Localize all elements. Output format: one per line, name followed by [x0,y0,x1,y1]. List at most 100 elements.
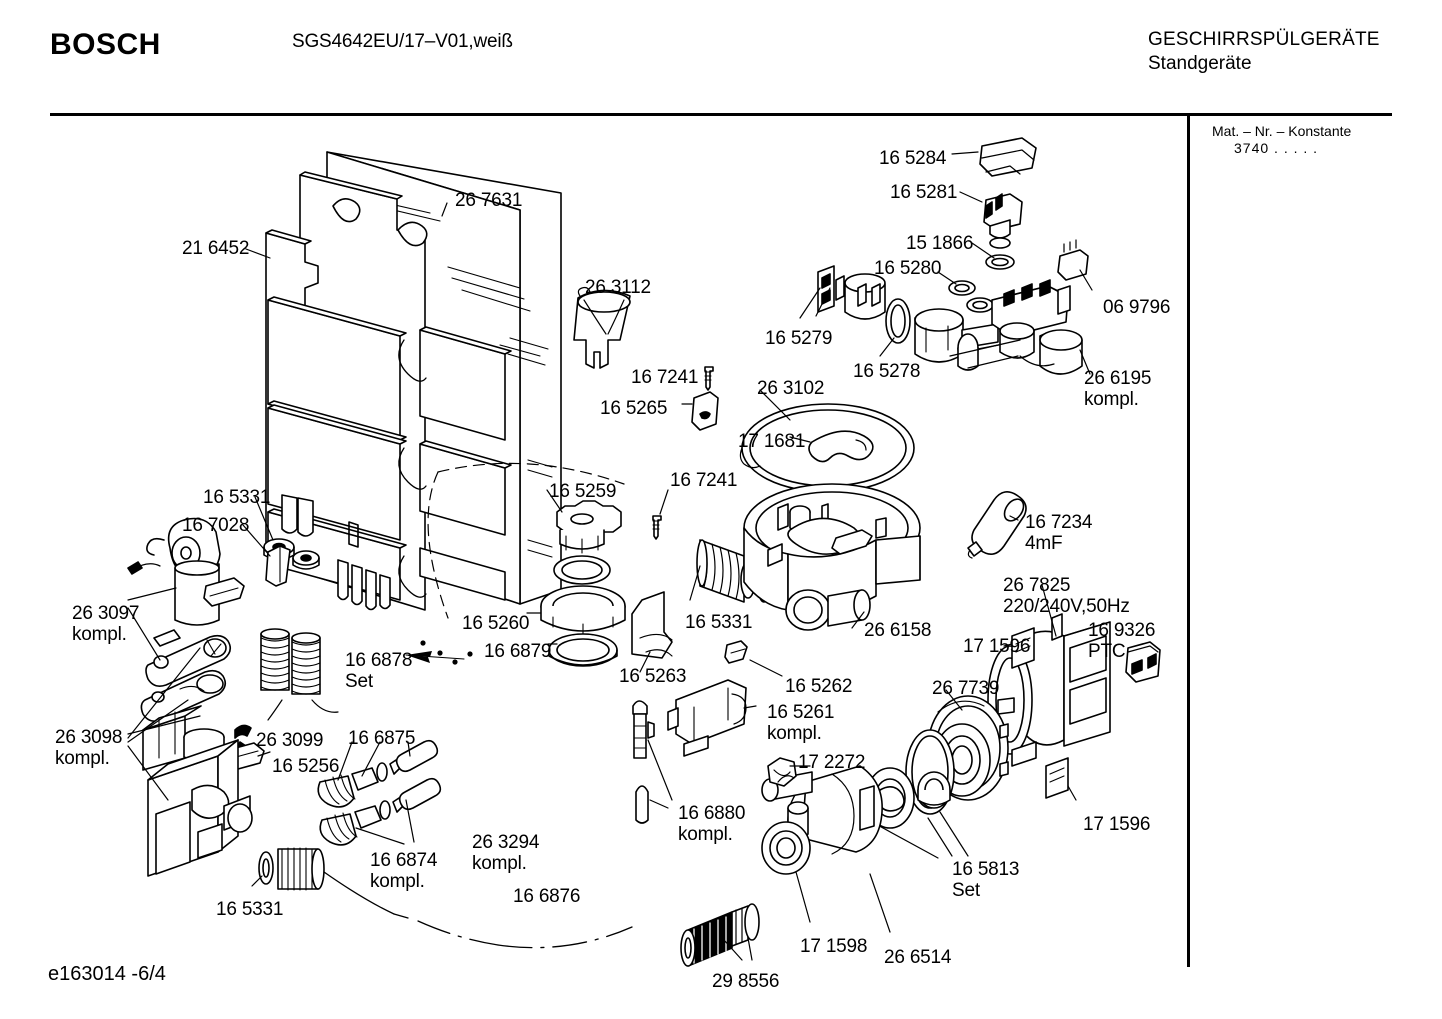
part-number: 16 5280 [874,258,942,279]
part-callout-165256: 16 5256 [272,756,339,777]
part-number: 16 5331 [685,612,753,633]
screws-166878 [405,640,473,665]
category-subtitle: Standgeräte [1148,53,1252,74]
part-number: 29 8556 [712,971,780,992]
part-number: 16 5331 [203,487,271,508]
part-qualifier: Set [345,671,373,692]
part-callout-165279: 16 5279 [765,328,832,349]
funnel-263112 [573,286,631,369]
part-qualifier: 220/240V,50Hz [1003,596,1130,617]
part-number: 16 5284 [879,148,947,169]
switch-165261 [667,679,757,757]
part-qualifier: kompl. [55,748,110,769]
part-callout-263112: 26 3112 [585,277,651,298]
part-number: 17 1596 [1083,814,1151,835]
part-number: 26 3097 [72,603,140,624]
part-callout-267631: 26 7631 [455,190,522,211]
drawing-id: e163014 -6/4 [48,963,166,985]
part-number: 26 3099 [256,730,324,751]
part-number: 16 5265 [600,398,668,419]
part-callout-171681: 17 1681 [738,431,805,452]
part-number: 26 6158 [864,620,932,641]
part-number: 16 7028 [182,515,250,536]
part-number: 17 1598 [800,936,868,957]
part-callout-263099: 26 3099 [256,730,323,751]
bracket-167028 [242,524,291,587]
part-number: 16 9326 [1088,620,1156,641]
part-number: 16 6875 [348,728,416,749]
filter-stack [427,462,626,667]
part-callout-165331: 16 5331 [216,899,283,920]
hose-298556 [680,903,760,967]
part-number: 16 5281 [890,182,958,203]
part-number: 16 6876 [513,886,581,907]
part-callout-216452: 21 6452 [182,238,249,259]
springs-263099 [260,628,339,721]
bosch-logo: BOSCH [50,28,161,61]
part-number: 16 5813 [952,859,1020,880]
part-qualifier: kompl. [72,624,127,645]
part-number: 16 5260 [462,613,530,634]
part-number: 16 5261 [767,702,835,723]
part-number: 21 6452 [182,238,250,259]
bracket-165265 [681,391,719,431]
part-callout-266514: 26 6514 [884,947,951,968]
part-callout-165265: 16 5265 [600,398,667,419]
material-number-box: Mat. – Nr. – Konstante 3740 . . . . . [1212,123,1351,157]
part-qualifier: PTC [1088,641,1126,662]
part-number: 26 3112 [585,277,651,298]
part-callout-165278: 16 5278 [853,361,920,382]
panel-divider [1187,115,1190,967]
part-number: 06 9796 [1103,297,1171,318]
part-qualifier: kompl. [678,824,733,845]
part-number: 26 7825 [1003,575,1071,596]
sensors-166880 [632,700,673,824]
part-number: 17 1596 [963,636,1031,657]
legs-166875 [317,739,442,846]
valve-block-266195 [799,137,1093,375]
part-callout-167241: 16 7241 [670,470,737,491]
part-callout-172272: 17 2272 [798,752,865,773]
part-callout-263102: 26 3102 [757,378,824,399]
part-number: 26 7631 [455,190,523,211]
model-designation: SGS4642EU/17–V01,weiß [292,31,513,52]
part-number: 16 5259 [549,481,617,502]
part-callout-165331: 16 5331 [203,487,270,508]
part-number: 26 7739 [932,678,1000,699]
part-number: 16 6879 [484,641,552,662]
part-number: 16 5262 [785,676,853,697]
hose-165331-left [251,847,633,949]
part-callout-171596: 17 1596 [1083,814,1150,835]
clip-165262 [724,640,783,677]
category-title: GESCHIRRSPÜLGERÄTE [1148,29,1380,50]
part-number: 26 6195 [1084,368,1152,389]
part-qualifier: 4mF [1025,533,1063,554]
part-callout-165281: 16 5281 [890,182,957,203]
material-number-value: 3740 . . . . . [1234,140,1319,156]
part-number: 16 5278 [853,361,921,382]
part-callout-165331: 16 5331 [685,612,752,633]
sump-266158 [689,389,921,631]
pump-266514 [761,757,891,933]
part-callout-069796: 06 9796 [1103,297,1170,318]
part-number: 16 7234 [1025,512,1093,533]
part-number: 16 5331 [216,899,284,920]
part-number: 16 6880 [678,803,746,824]
material-number-label: Mat. – Nr. – Konstante [1212,123,1352,139]
part-callout-151866: 15 1866 [906,233,973,254]
bracket-165263 [631,591,673,673]
part-callout-165263: 16 5263 [619,666,686,687]
part-number: 26 3294 [472,832,540,853]
capacitor-167234 [967,491,1027,559]
part-callout-171596: 17 1596 [963,636,1030,657]
part-number: 16 5256 [272,756,340,777]
